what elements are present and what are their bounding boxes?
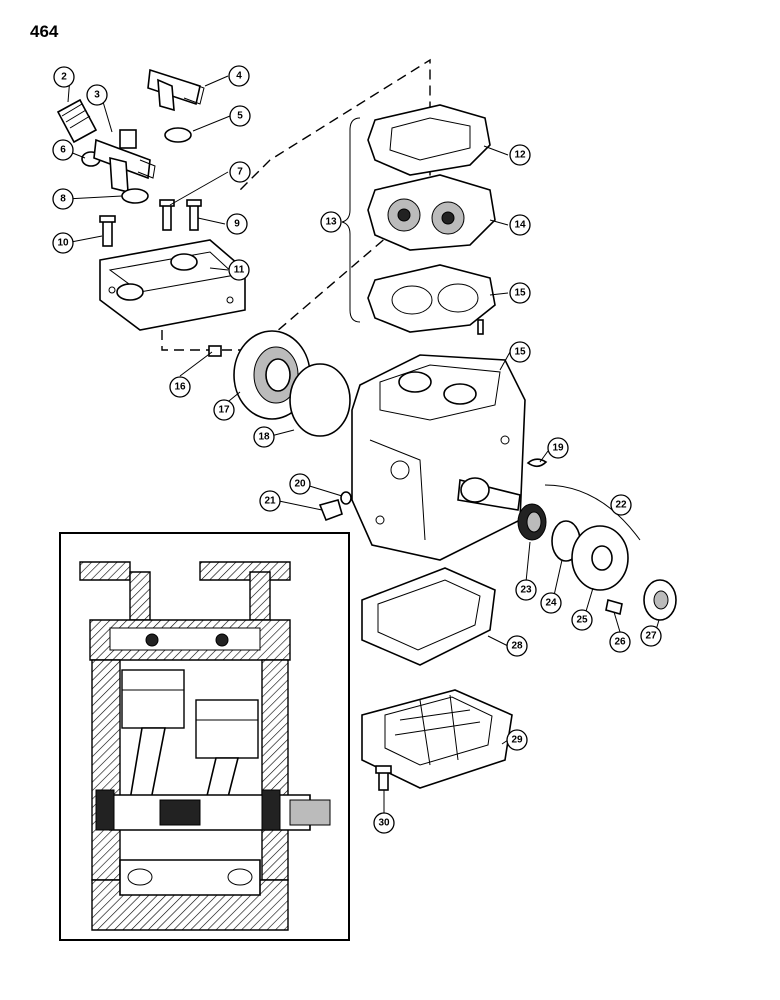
cylinder-head-part [99,239,246,331]
callout-label: 24 [545,598,557,609]
cutaway-inset [59,532,350,941]
callout-27: 29 [506,729,528,751]
callout-25: 18 [253,426,275,448]
callout-15-lower: 8 [52,188,74,210]
callout-label: 25 [576,615,588,626]
callout-label: 18 [258,432,270,443]
callout-label: 10 [57,238,69,249]
callout-28: 28 [506,635,528,657]
callout-label: 14 [514,220,526,231]
callout-label: 16 [174,382,186,393]
callout-12: 3 [86,84,108,106]
callout-label: 6 [60,145,66,156]
callout-21: 24 [540,592,562,614]
group-bracket-3 [341,117,361,323]
oil-plug-part [318,499,343,522]
callout-label: 2 [61,72,67,83]
callout-label: 9 [234,219,240,230]
callout-18: 20 [289,473,311,495]
o-ring-lower [121,188,149,204]
shaft-seal-part [517,503,547,541]
bolts-8-9-10 [99,199,202,247]
seal-plate-screw-part [605,598,623,616]
callout-8: 10 [52,232,74,254]
callout-label: 13 [325,217,337,228]
callout-label: 3 [94,90,100,101]
shaft-key-part [526,458,548,468]
base-plate-part [361,689,513,789]
callout-2: 15 [509,341,531,363]
callout-label: 8 [60,194,66,205]
callout-23: 26 [609,631,631,653]
callout-label: 21 [264,496,276,507]
callout-19: 22 [610,494,632,516]
callout-26: 16 [169,376,191,398]
callout-22: 25 [571,609,593,631]
base-gasket-part [361,567,496,666]
callout-label: 22 [615,500,627,511]
callout-label: 12 [514,150,526,161]
callout-13: 2 [53,66,75,88]
compressor-body-part [351,354,526,561]
group-bracket-19 [544,484,641,541]
valve-plate-part [367,174,496,251]
callout-30: 27 [640,625,662,647]
service-valve-upper-part [147,68,205,112]
valve-plate-gasket-part [367,264,496,335]
callout-label: 28 [511,641,523,652]
callout-label: 7 [237,167,243,178]
callout-label: 23 [520,585,532,596]
seal-plate-part [571,525,629,591]
callout-4: 15 [509,282,531,304]
callout-10: 7 [229,161,251,183]
callout-label: 20 [294,479,306,490]
callout-17: 21 [259,490,281,512]
callout-label: 19 [552,443,564,454]
callout-16: 19 [547,437,569,459]
cover-o-ring-part [289,363,351,437]
callout-label: 11 [234,265,245,276]
head-gasket-part [367,104,491,176]
callout-11: 4 [228,65,250,87]
callout-20: 23 [515,579,537,601]
cover-screw-part [208,345,222,357]
callout-label: 15 [514,347,526,358]
callout-label: 29 [511,735,523,746]
callout-29: 30 [373,812,395,834]
plug-seal-part [340,491,352,505]
callout-label: 17 [218,405,230,416]
callout-label: 15 [514,288,526,299]
callout-label: 5 [237,111,243,122]
callout-5: 14 [509,214,531,236]
valve-cap-part [56,98,98,144]
callout-15-upper: 5 [229,105,251,127]
callout-7: 11 [228,259,250,281]
callout-24: 17 [213,399,235,421]
callout-6: 12 [509,144,531,166]
service-valve-part [93,129,156,194]
callout-3: 13 [320,211,342,233]
base-bolt-part [375,765,392,791]
callout-9: 9 [226,213,248,235]
callout-label: 26 [614,637,626,648]
callout-14: 6 [52,139,74,161]
callout-label: 27 [645,631,657,642]
dust-cover-part [643,579,677,621]
o-ring-upper [164,127,192,143]
callout-label: 4 [236,71,242,82]
callout-label: 30 [378,818,390,829]
page-number: 464 [30,22,59,41]
